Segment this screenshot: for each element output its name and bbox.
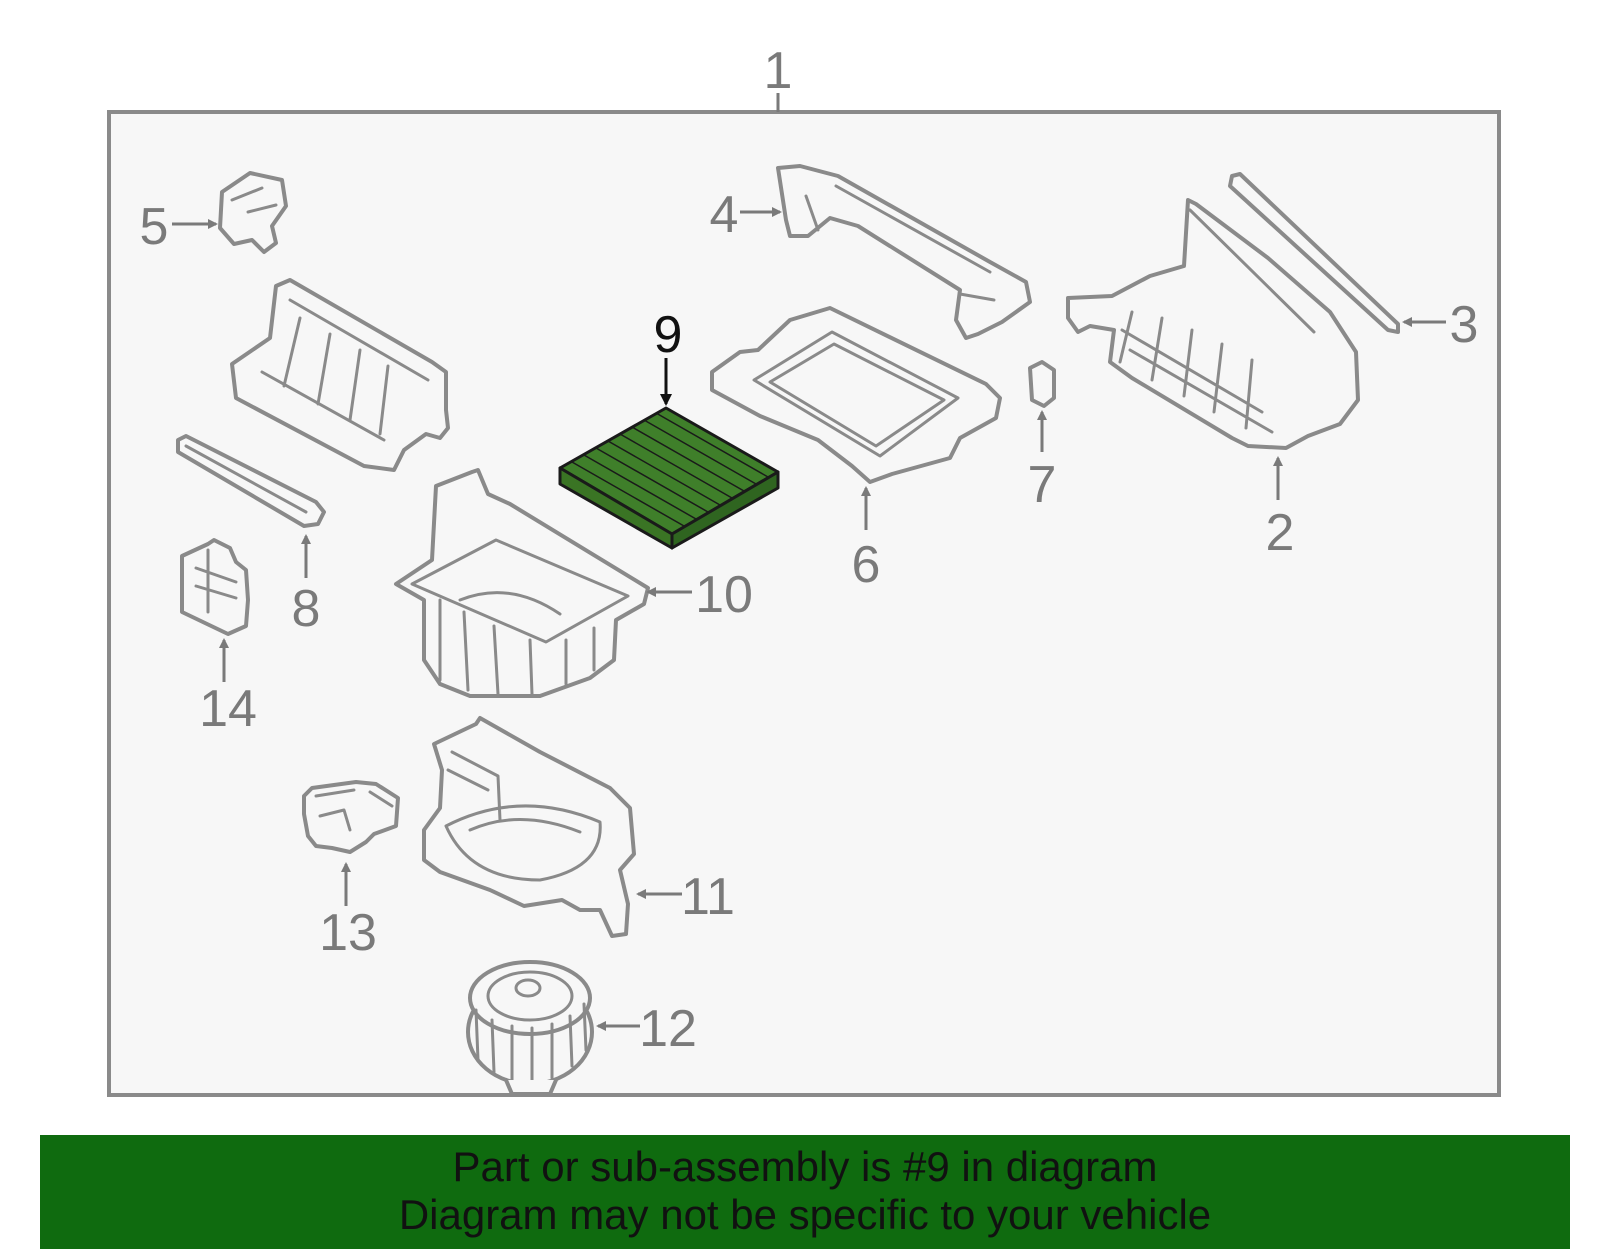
part-8-strip[interactable] bbox=[176, 434, 326, 528]
part-4-duct[interactable] bbox=[776, 164, 1032, 340]
callout-8: 8 bbox=[292, 580, 321, 638]
callout-2: 2 bbox=[1266, 504, 1295, 562]
callout-4: 4 bbox=[710, 186, 739, 244]
callout-12: 12 bbox=[639, 1000, 697, 1058]
part-14-connector[interactable] bbox=[180, 538, 250, 636]
callout-6: 6 bbox=[852, 536, 881, 594]
callout-1: 1 bbox=[764, 42, 793, 100]
part-10-housing[interactable] bbox=[394, 468, 650, 698]
callout-5: 5 bbox=[140, 198, 169, 256]
callout-7: 7 bbox=[1028, 456, 1057, 514]
part-7-clip[interactable] bbox=[1028, 360, 1056, 408]
callout-11: 11 bbox=[681, 868, 735, 926]
callout-9: 9 bbox=[654, 306, 683, 364]
part-6-filter-frame[interactable] bbox=[710, 306, 1002, 484]
info-banner: Part or sub-assembly is #9 in diagram Di… bbox=[40, 1135, 1570, 1249]
callout-13: 13 bbox=[319, 904, 377, 962]
callout-14: 14 bbox=[199, 680, 257, 738]
part-upper-housing[interactable] bbox=[230, 278, 450, 472]
banner-line-1: Part or sub-assembly is #9 in diagram bbox=[452, 1143, 1158, 1190]
part-5-sensor[interactable] bbox=[218, 171, 288, 254]
part-2-case[interactable] bbox=[1066, 198, 1360, 450]
callout-3: 3 bbox=[1450, 296, 1479, 354]
part-3-seal[interactable] bbox=[1228, 172, 1400, 334]
part-12-blower-motor[interactable] bbox=[466, 960, 594, 1096]
part-9-cabin-filter[interactable] bbox=[558, 406, 780, 550]
banner-line-2: Diagram may not be specific to your vehi… bbox=[398, 1191, 1212, 1238]
parts-diagram: 1 5 8 14 4 6 7 bbox=[107, 42, 1501, 1097]
part-13-resistor[interactable] bbox=[302, 780, 400, 854]
part-11-blower-case[interactable] bbox=[422, 716, 636, 938]
callout-10: 10 bbox=[695, 566, 753, 624]
